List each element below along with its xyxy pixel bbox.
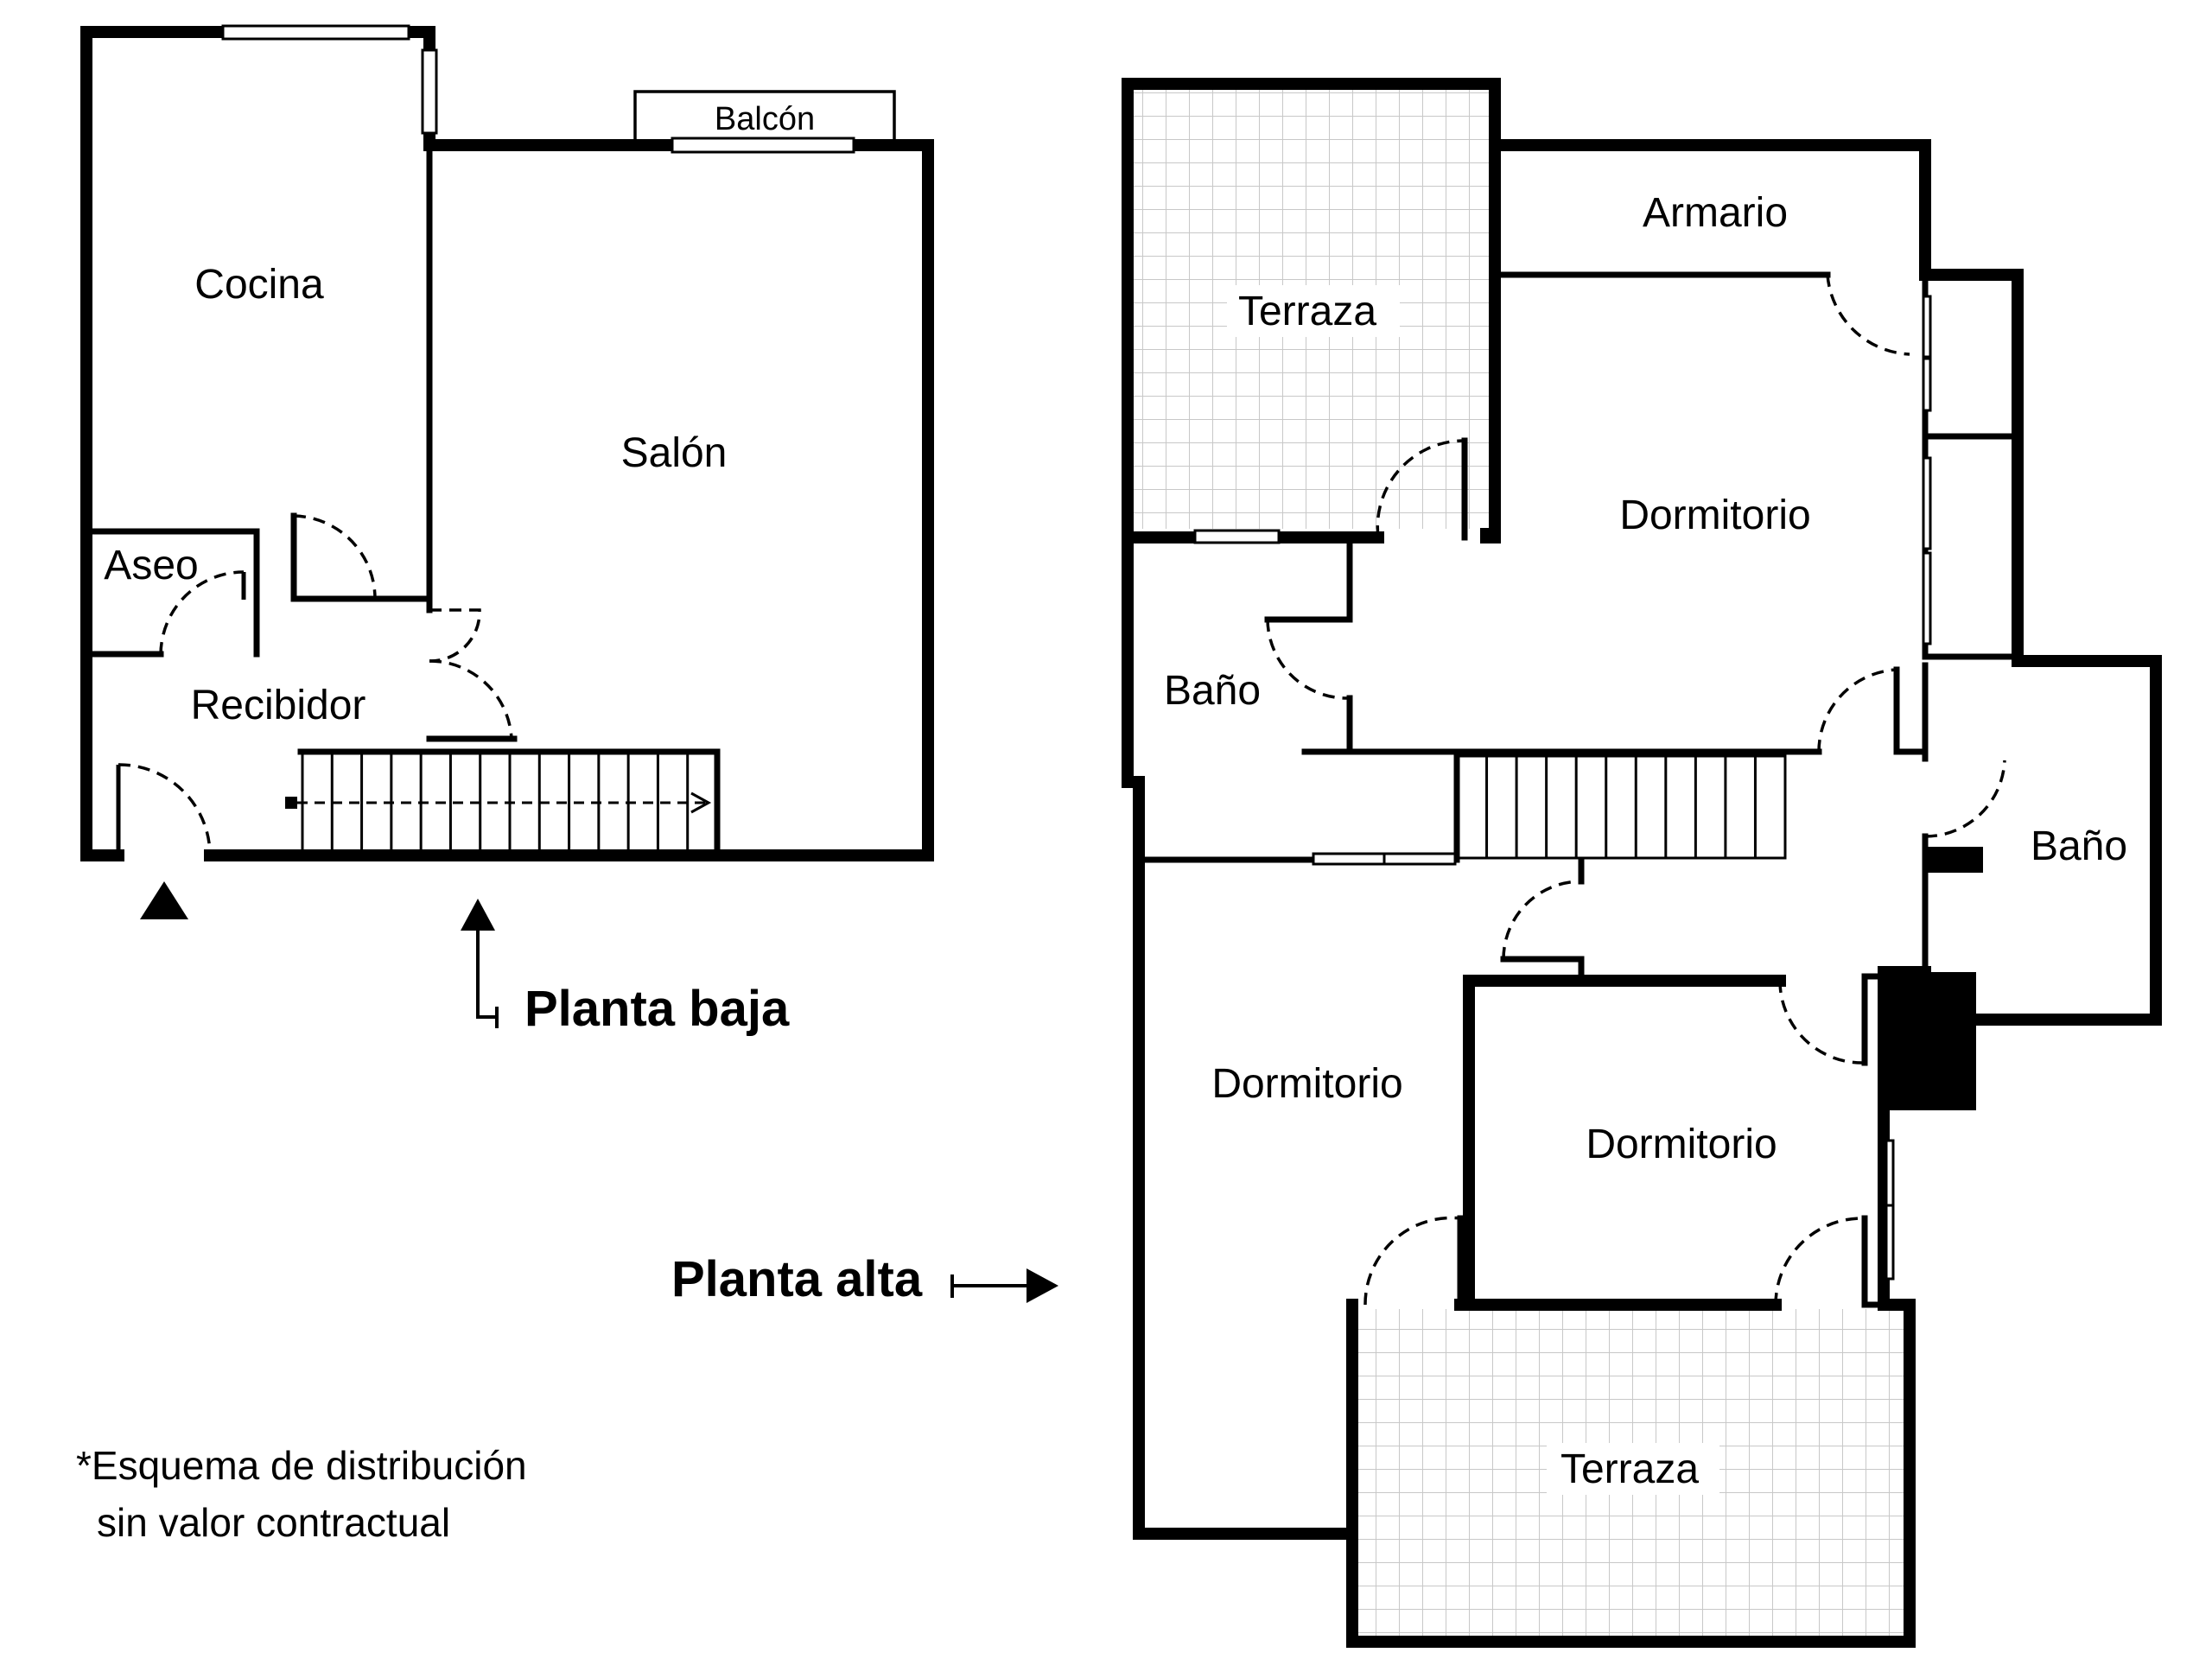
upper-floor-title: Planta alta [671,1251,923,1307]
triangle-up-icon [140,881,188,919]
disclaimer-line-1: *Esquema de distribución [76,1443,527,1488]
living-door [429,608,481,663]
terrace-bottom-left-door [1363,1216,1461,1306]
bath-left-door [1266,619,1351,700]
balcony-area [633,90,896,143]
bedroom-center-door [1778,980,1866,1065]
kitchen-door [293,514,377,600]
bedroom-main-door [1817,668,1897,753]
kitchen-side-window [421,48,438,135]
hall-door [429,659,513,740]
kitchen-label: Cocina [194,262,324,308]
entrance-door [118,763,212,856]
upper-floor-outer-wall [1122,78,1501,784]
bedroom-main-label: Dormitorio [1619,493,1810,538]
disclaimer-line-2: sin valor contractual [97,1500,450,1545]
toilet-label: Aseo [104,543,198,588]
terrace-bottom-label: Terraza [1560,1446,1699,1492]
bedroom-left-door [1502,880,1582,960]
toilet-door [159,570,245,655]
kitchen-window [221,24,410,41]
chimney-block [1885,972,1976,1110]
ground-floor-title: Planta baja [524,981,790,1037]
bath-left-label: Baño [1164,668,1261,714]
arrow-up-icon [461,899,499,1028]
bath-left-wall [1264,537,1353,623]
wardrobe-label: Armario [1643,190,1788,236]
kitchen-living-wall [423,142,433,602]
arrow-right-icon [950,1268,1058,1303]
closet-door-1 [1922,295,1932,359]
ground-floor-outer-wall [80,26,934,861]
bedroom-left-label: Dormitorio [1211,1061,1402,1107]
terrace-top-door [1376,439,1465,538]
hall-label: Recibidor [191,683,366,728]
living-window [671,137,855,154]
terrace-top-window [1193,529,1281,544]
ground-stairs [285,750,719,857]
terrace-bottom-right-door [1774,1217,1866,1306]
living-label: Salón [621,430,728,476]
stair-window [1312,852,1386,866]
toilet-wall [83,528,260,602]
upper-stairs [1455,754,1787,860]
bedroom-main-closet-door [1826,274,1910,356]
closet-door-2 [1922,456,1932,550]
terrace-top-label: Terraza [1238,289,1376,334]
bath-right-label: Baño [2031,823,2127,869]
bedroom-center-closet-door [1885,1139,1895,1211]
ground-floor-plan: Balcón Cocina Salón Aseo Recibidor Plant… [80,24,934,1037]
bath-right-door [1924,760,2006,838]
upper-floor-plan: Terraza Armario Dormitorio Baño Baño Dor… [671,78,2162,1648]
bedroom-center-label: Dormitorio [1586,1122,1777,1167]
balcony-label: Balcón [715,101,815,137]
